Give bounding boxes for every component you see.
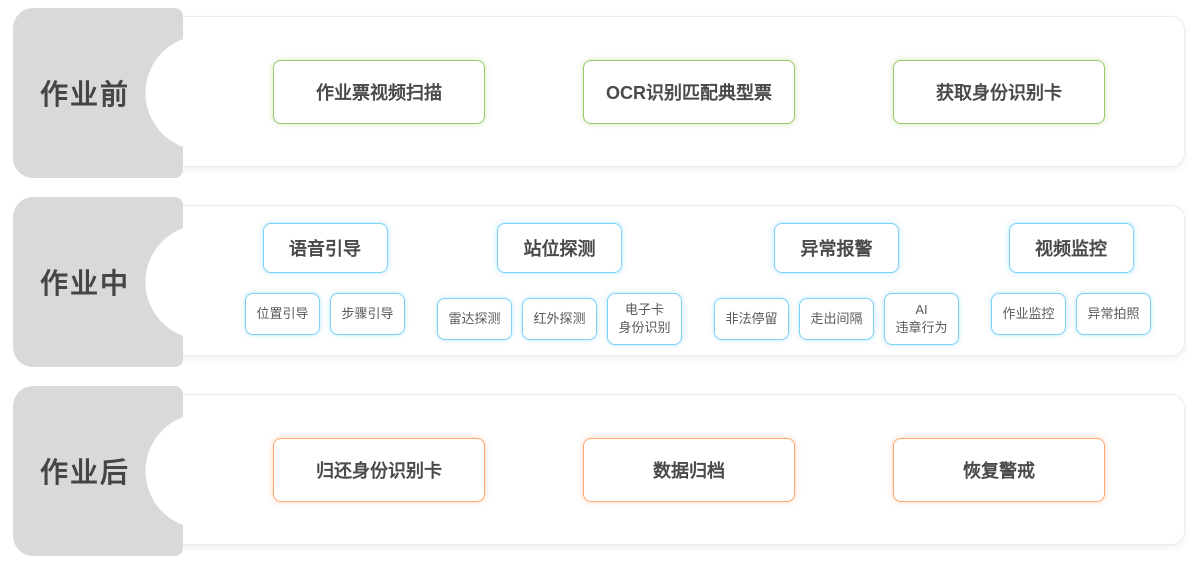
subnode-step-guidance: 步骤引导 bbox=[330, 293, 405, 335]
node-video-monitoring: 视频监控 bbox=[1008, 223, 1134, 273]
during-work-groups: 语音引导 位置引导 步骤引导 站位探测 bbox=[59, 206, 1184, 345]
node-label: 站位探测 bbox=[523, 239, 596, 259]
panel-before-work: 作业票视频扫描 OCR识别匹配典型票 获取身份识别卡 bbox=[58, 16, 1185, 167]
video-monitoring-children: 作业监控 异常拍照 bbox=[991, 293, 1151, 335]
node-label: OCR识别匹配典型票 bbox=[606, 82, 772, 103]
node-label: 视频监控 bbox=[1035, 239, 1107, 259]
subnode-location-guidance: 位置引导 bbox=[245, 293, 320, 335]
subnode-label: 步骤引导 bbox=[341, 306, 394, 321]
node-ocr-match-typical-ticket: OCR识别匹配典型票 bbox=[583, 59, 795, 124]
subnode-label: 电子卡 身份识别 bbox=[618, 302, 671, 335]
subnode-work-monitoring: 作业监控 bbox=[991, 293, 1066, 335]
subnode-ai-violation: AI 违章行为 bbox=[884, 293, 959, 345]
subnode-infrared-detection: 红外探测 bbox=[522, 298, 597, 340]
section-after-work: 归还身份识别卡 数据归档 恢复警戒 作业后 bbox=[0, 386, 1200, 556]
before-work-nodes: 作业票视频扫描 OCR识别匹配典型票 获取身份识别卡 bbox=[59, 17, 1184, 166]
voice-guidance-children: 位置引导 步骤引导 bbox=[245, 293, 405, 335]
phase-label: 作业后 bbox=[39, 457, 130, 488]
phase-tab-during-work: 作业中 bbox=[13, 197, 183, 367]
node-voice-guidance: 语音引导 bbox=[262, 223, 388, 273]
subnode-radar-detection: 雷达探测 bbox=[437, 298, 512, 340]
node-return-id-card: 归还身份识别卡 bbox=[273, 437, 485, 502]
node-label: 作业票视频扫描 bbox=[316, 82, 442, 103]
subnode-label: 走出间隔 bbox=[810, 311, 863, 326]
phase-label: 作业前 bbox=[39, 79, 130, 110]
subnode-abnormal-photo: 异常拍照 bbox=[1076, 293, 1151, 335]
position-detection-children: 雷达探测 红外探测 电子卡 身份识别 bbox=[437, 293, 682, 345]
subnode-label: 雷达探测 bbox=[448, 311, 501, 326]
group-video-monitoring: 视频监控 作业监控 异常拍照 bbox=[991, 223, 1151, 335]
node-label: 语音引导 bbox=[289, 239, 361, 259]
abnormal-alarm-children: 非法停留 走出间隔 AI 违章行为 bbox=[714, 293, 959, 345]
section-before-work: 作业票视频扫描 OCR识别匹配典型票 获取身份识别卡 作业前 bbox=[0, 8, 1200, 178]
group-voice-guidance: 语音引导 位置引导 步骤引导 bbox=[245, 223, 405, 335]
node-label: 归还身份识别卡 bbox=[316, 460, 442, 481]
subnode-illegal-stay: 非法停留 bbox=[714, 298, 789, 340]
node-label: 获取身份识别卡 bbox=[936, 82, 1062, 103]
node-label: 数据归档 bbox=[653, 460, 725, 481]
node-label: 恢复警戒 bbox=[963, 460, 1035, 481]
after-work-nodes: 归还身份识别卡 数据归档 恢复警戒 bbox=[59, 395, 1184, 544]
subnode-label: 位置引导 bbox=[256, 306, 309, 321]
subnode-ecard-identity: 电子卡 身份识别 bbox=[607, 293, 682, 345]
phase-tab-after-work: 作业后 bbox=[13, 386, 183, 556]
node-label: 异常报警 bbox=[800, 239, 873, 259]
node-get-id-card: 获取身份识别卡 bbox=[893, 59, 1105, 124]
node-restore-alert: 恢复警戒 bbox=[893, 437, 1105, 502]
panel-after-work: 归还身份识别卡 数据归档 恢复警戒 bbox=[58, 394, 1185, 545]
subnode-label: 异常拍照 bbox=[1087, 306, 1140, 321]
subnode-label: 非法停留 bbox=[725, 311, 778, 326]
node-position-detection: 站位探测 bbox=[497, 223, 622, 273]
panel-during-work: 语音引导 位置引导 步骤引导 站位探测 bbox=[58, 205, 1185, 356]
phase-label: 作业中 bbox=[39, 268, 130, 299]
subnode-label: AI 违章行为 bbox=[895, 302, 948, 335]
subnode-label: 作业监控 bbox=[1002, 306, 1055, 321]
node-abnormal-alarm: 异常报警 bbox=[774, 223, 899, 273]
subnode-exit-interval: 走出间隔 bbox=[799, 298, 874, 340]
group-position-detection: 站位探测 雷达探测 红外探测 电子卡 身份识别 bbox=[437, 223, 682, 345]
subnode-label: 红外探测 bbox=[533, 311, 586, 326]
phase-tab-before-work: 作业前 bbox=[13, 8, 183, 178]
node-data-archive: 数据归档 bbox=[583, 437, 795, 502]
group-abnormal-alarm: 异常报警 非法停留 走出间隔 AI 违章行为 bbox=[714, 223, 959, 345]
section-during-work: 语音引导 位置引导 步骤引导 站位探测 bbox=[0, 197, 1200, 367]
node-ticket-video-scan: 作业票视频扫描 bbox=[273, 59, 485, 124]
